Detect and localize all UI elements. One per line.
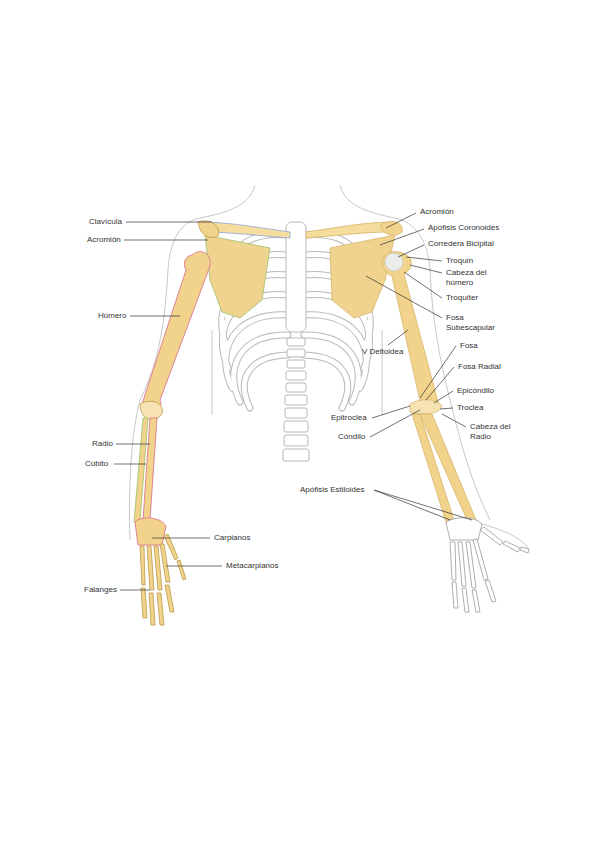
part-label: Fosa	[460, 341, 478, 351]
part-label: Falanges	[84, 585, 117, 595]
part-label: Carpianos	[214, 533, 250, 543]
part-label: Epicóndilo	[457, 386, 494, 396]
part-label: Troquíter	[446, 293, 478, 303]
part-label: V Deltoidea	[362, 347, 403, 357]
part-label: Apófisis Coronoides	[428, 223, 499, 233]
part-label: Corredera Bicipital	[428, 239, 494, 249]
part-label: Acromión	[87, 235, 121, 245]
part-label: Cabeza del Radio	[470, 422, 512, 442]
part-label: Fosa Subescapular	[446, 313, 502, 333]
part-label: Troclea	[457, 403, 483, 413]
left-arm-bones	[134, 221, 290, 625]
part-label: Acromión	[420, 207, 454, 217]
part-label: Apófisis Estiloides	[300, 485, 364, 495]
part-label: Troquín	[446, 256, 473, 266]
part-label: Cabeza del húmero	[446, 268, 492, 288]
right-arm-bones	[306, 221, 476, 522]
part-label: Cóndilo	[338, 432, 365, 442]
body-outline	[129, 185, 528, 548]
hand-bones	[446, 518, 529, 612]
part-label: Epitroclea	[331, 413, 367, 423]
part-label: Metacarpianos	[226, 561, 278, 571]
leader-lines	[114, 213, 472, 590]
spine	[283, 222, 309, 461]
part-label: Cúbito	[85, 459, 108, 469]
part-label: Clavícula	[89, 217, 122, 227]
part-label: Húmero	[98, 311, 126, 321]
part-label: Radio	[92, 439, 113, 449]
part-label: Fosa Radial	[458, 362, 501, 372]
